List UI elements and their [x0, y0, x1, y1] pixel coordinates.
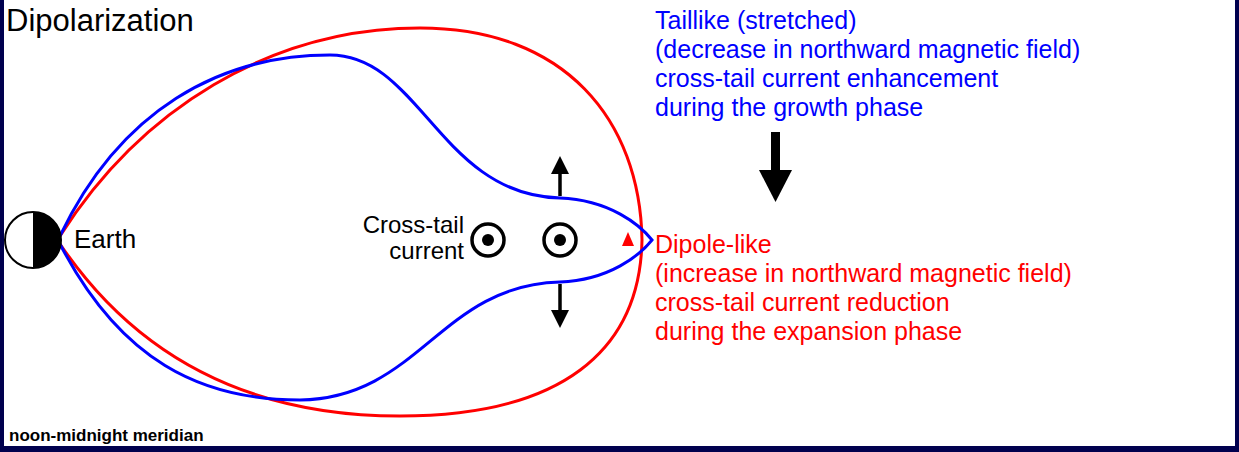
current-label: Cross-tail current [340, 212, 464, 265]
stretched-field-line [60, 55, 652, 400]
growth-phase-label: (decrease in northward magnetic field) [655, 36, 1080, 64]
current-out-symbol [544, 224, 576, 256]
dipole-field-line [60, 28, 642, 416]
growth-phase-label: cross-tail current enhancement [655, 65, 998, 93]
expansion-phase-label: (increase in northward magnetic field) [655, 260, 1072, 288]
up-arrow-head [551, 156, 569, 174]
expansion-phase-label: cross-tail current reduction [655, 289, 950, 317]
growth-phase-label: during the growth phase [655, 94, 923, 122]
earth-circle [5, 212, 61, 268]
current-out-dot [482, 234, 494, 246]
earth-label: Earth [74, 225, 136, 254]
growth-phase-label: Taillike (stretched) [655, 7, 856, 35]
transition-arrow-head [759, 170, 792, 202]
current-out-symbol [472, 224, 504, 256]
expansion-phase-label: during the expansion phase [655, 318, 962, 346]
transition-arrow-shaft [771, 132, 780, 172]
up-arrow-shaft [558, 172, 562, 196]
earth-night-side [33, 212, 61, 268]
red-tip-mark [622, 232, 634, 246]
meridian-note: noon-midnight meridian [9, 427, 204, 446]
diagram-title: Dipolarization [6, 4, 194, 38]
expansion-phase-label: Dipole-like [655, 231, 772, 259]
current-out-dot [554, 234, 566, 246]
down-arrow-shaft [558, 284, 562, 312]
down-arrow-head [551, 310, 569, 328]
